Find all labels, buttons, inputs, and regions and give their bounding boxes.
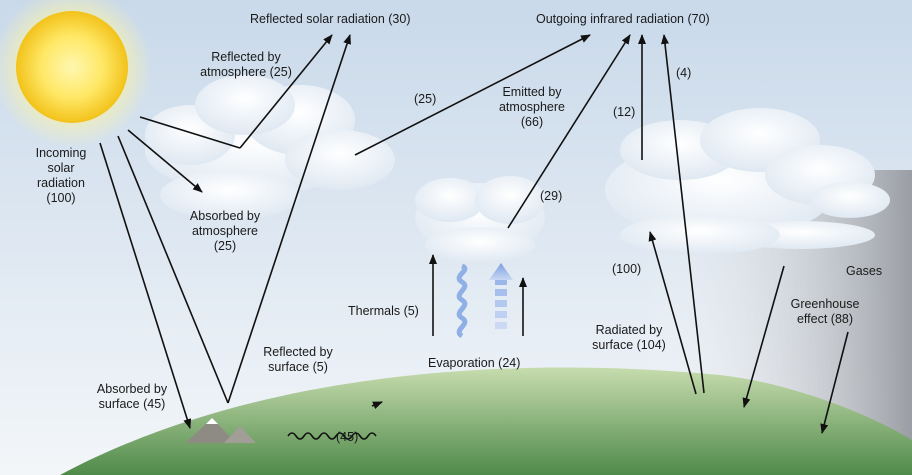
label-cloud-to-space-25: (25) — [414, 92, 437, 106]
label-reflected-solar: Reflected solar radiation (30) — [250, 12, 411, 26]
arrow-surface-to-atmosphere — [648, 231, 697, 395]
arrow-reflected-by-atmosphere — [139, 116, 241, 149]
earth-surface — [60, 367, 912, 475]
arrow-emitted-29 — [507, 34, 631, 229]
arrow-incoming-solar-a — [99, 142, 192, 429]
label-greenhouse-effect: Greenhouse effect (88) — [790, 297, 860, 326]
label-emitted-29: (29) — [540, 189, 563, 203]
arrow-reflected-by-surface — [227, 34, 351, 404]
sun-icon — [0, 0, 152, 147]
label-reflected-by-surface: Reflected by surface (5) — [263, 345, 333, 374]
arrow-cloud-to-space — [354, 34, 591, 156]
arrow-absorbed-by-atmosphere — [127, 129, 203, 193]
mountain-icon — [186, 418, 256, 443]
surface-ir-arrowhead — [371, 401, 383, 410]
arrow-ir-4 — [661, 34, 705, 394]
label-thermals: Thermals (5) — [348, 304, 419, 318]
arrow-incoming-solar-b — [117, 135, 229, 404]
arrow-reflected-atm-to-space — [239, 34, 333, 149]
label-evaporation: Evaporation (24) — [428, 356, 521, 370]
cloud-right-icon — [605, 108, 890, 255]
label-absorbed-by-atmosphere: Absorbed by atmosphere (25) — [189, 209, 261, 253]
label-outgoing-infrared: Outgoing infrared radiation (70) — [536, 12, 710, 26]
label-radiated-by-surface: Radiated by surface (104) — [592, 323, 666, 352]
cloud-center-icon — [415, 176, 545, 263]
thermal-spiral-icon — [456, 263, 468, 339]
label-absorbed-by-surface: Absorbed by surface (45) — [96, 382, 168, 411]
evaporation-arrow-icon — [489, 263, 513, 329]
label-emitted-by-atmosphere: Emitted by atmosphere (66) — [498, 85, 565, 129]
label-reflected-by-atmosphere: Reflected by atmosphere (25) — [200, 50, 292, 79]
arrow-greenhouse-a — [742, 265, 785, 408]
label-surface-ir-45: (45) — [336, 430, 359, 444]
label-incoming-solar: Incoming solar radiation (100) — [35, 146, 87, 205]
label-surface-to-atmosphere-100: (100) — [612, 262, 642, 276]
surface-ir-wave-icon — [287, 432, 377, 440]
label-gases: Gases — [846, 264, 883, 278]
label-ir-4: (4) — [676, 66, 692, 80]
arrow-greenhouse-b — [820, 331, 849, 434]
label-ir-12: (12) — [613, 105, 636, 119]
